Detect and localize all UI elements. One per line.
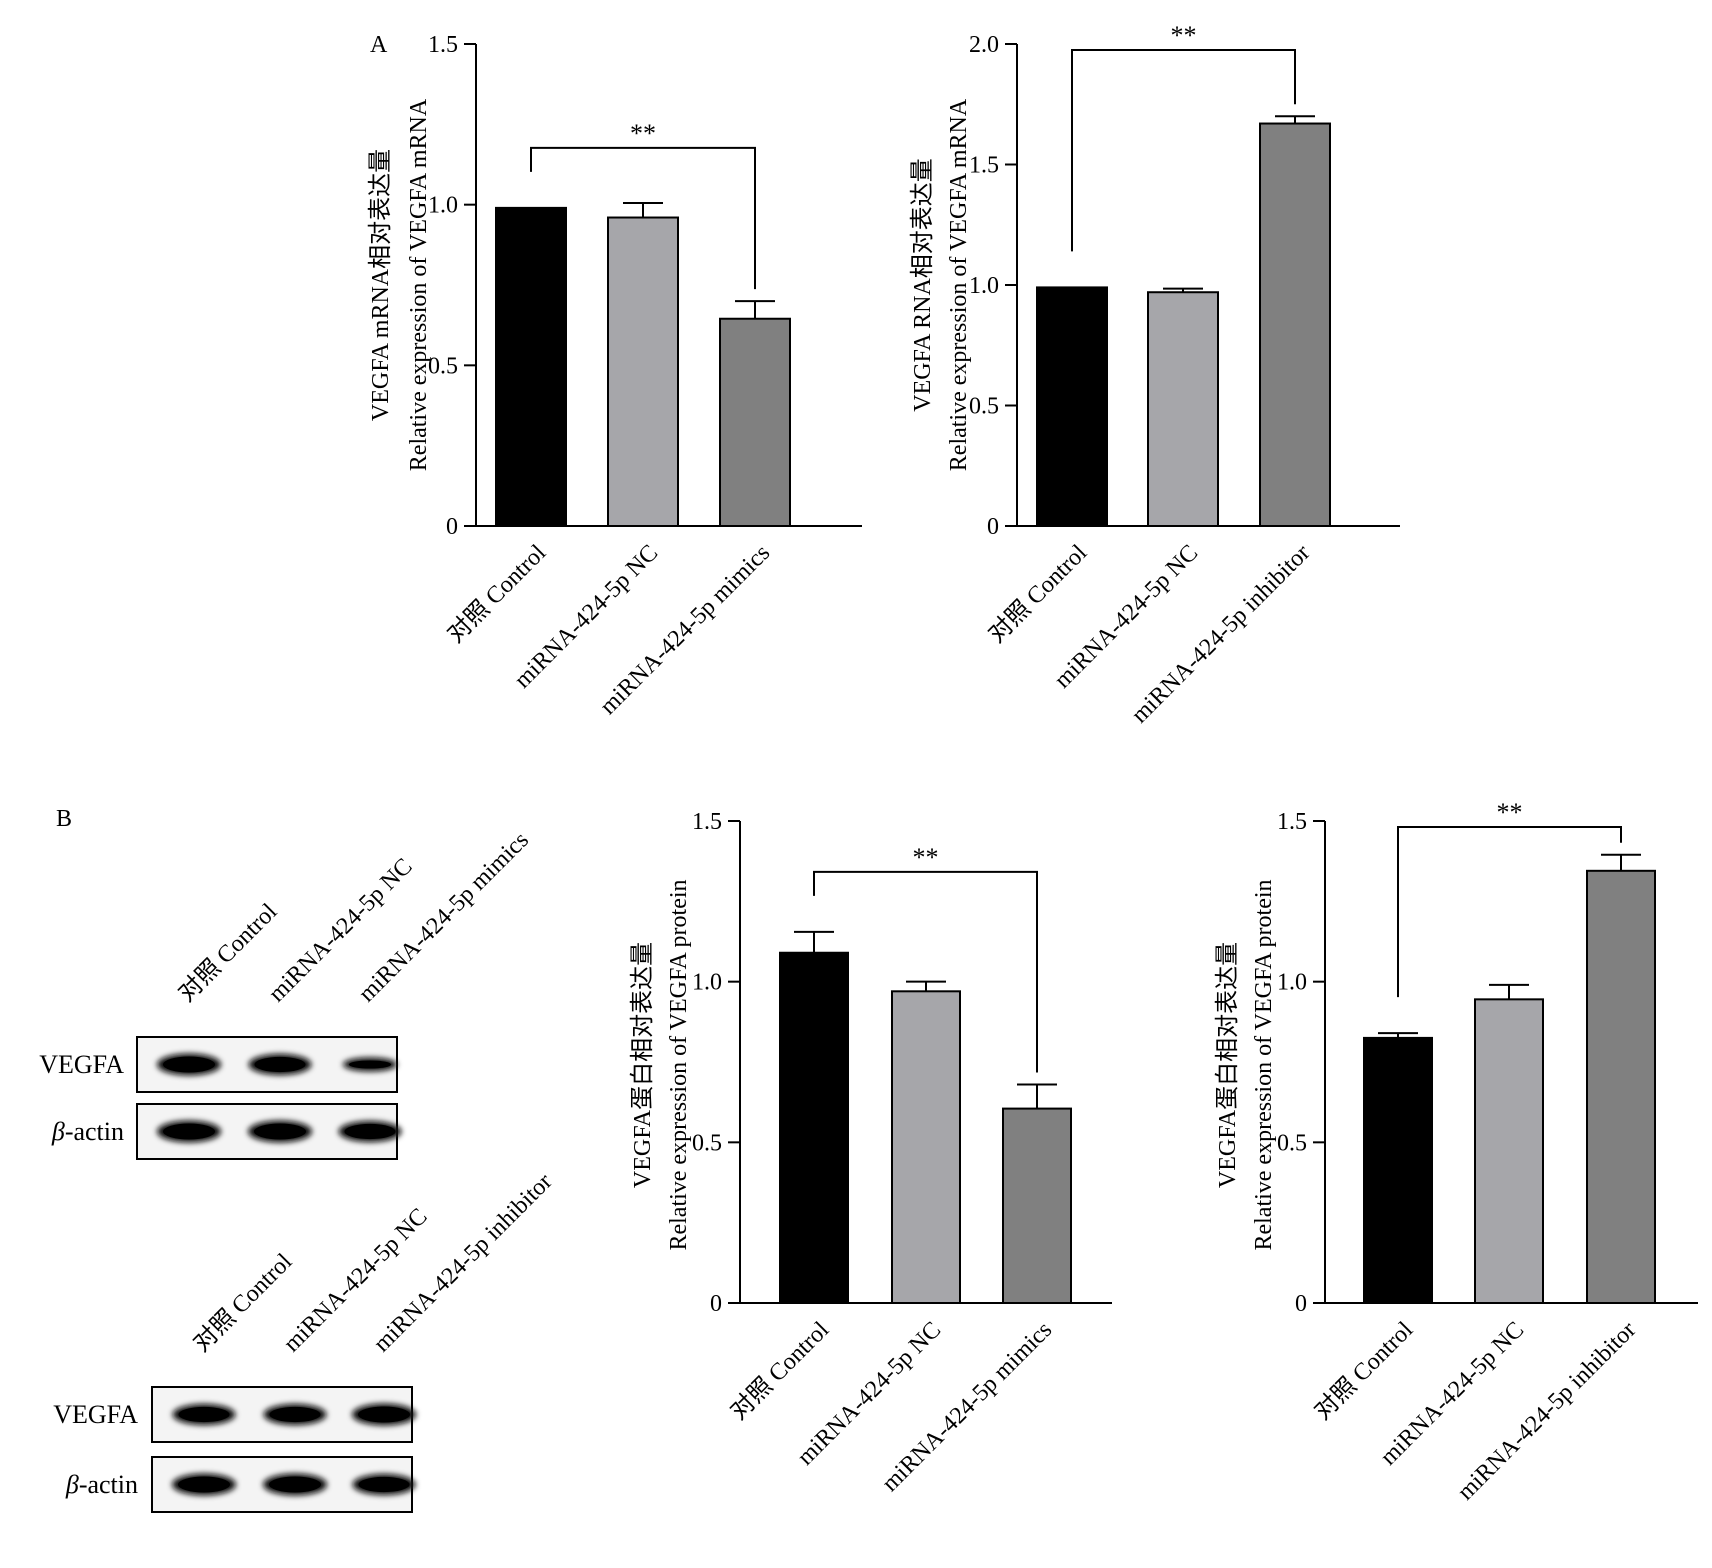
blot-lane-label: miRNA-424-5p inhibitor [369, 1169, 558, 1358]
panel-label-b: B [56, 806, 72, 832]
significance-label: ** [630, 119, 656, 148]
blot-band-core [358, 1476, 410, 1493]
y-tick-label: 0.5 [692, 1130, 722, 1156]
blot-band-core [344, 1123, 396, 1140]
blot-row-label-italic: β [65, 1470, 79, 1499]
significance-bracket [1397, 826, 1622, 998]
blot-row-label: VEGFA [53, 1400, 138, 1429]
significance-bracket [530, 146, 756, 290]
blot-row-label: VEGFA [39, 1050, 124, 1079]
y-tick-label: 1.5 [1277, 809, 1307, 835]
blot-band-core [269, 1476, 321, 1493]
bar [1363, 1036, 1433, 1305]
blot-row-label-rest: -actin [65, 1117, 124, 1146]
bar [607, 216, 679, 528]
y-axis-label: Relative expression of VEGFA protein [1251, 879, 1277, 1250]
x-tick-label: 对照 Control [725, 1316, 834, 1425]
blot-lane-label: miRNA-424-5p mimics [354, 827, 534, 1007]
bar [495, 206, 567, 527]
significance-bracket [813, 870, 1038, 1073]
blot-band-core [163, 1056, 215, 1073]
y-tick-label: 1.5 [428, 32, 458, 58]
y-tick-label: 1.5 [969, 153, 999, 179]
y-tick-label: 0 [710, 1291, 722, 1317]
y-axis-label: Relative expression of VEGFA mRNA [406, 98, 432, 471]
blot-row-label: β-actin [51, 1117, 124, 1146]
y-tick-label: 1.0 [692, 970, 722, 996]
significance-label: ** [1171, 21, 1197, 50]
bar [1259, 122, 1331, 527]
y-axis-label: VEGFA RNA相对表达量 [909, 158, 936, 412]
blot-band-core [254, 1123, 306, 1140]
bar [719, 317, 791, 527]
blot-row-label-rest: -actin [79, 1470, 138, 1499]
y-tick-label: 0.5 [1277, 1130, 1307, 1156]
y-tick-label: 0.5 [428, 353, 458, 379]
blot-band-core [178, 1406, 230, 1423]
blot-row-label-italic: β [51, 1117, 65, 1146]
bar [1586, 869, 1656, 1304]
y-tick-label: 0 [987, 514, 999, 540]
y-tick-label: 2.0 [969, 32, 999, 58]
y-tick-label: 0 [446, 514, 458, 540]
y-axis-label: Relative expression of VEGFA mRNA [946, 98, 972, 471]
significance-label: ** [1497, 798, 1523, 827]
y-tick-label: 1.0 [428, 193, 458, 219]
y-tick-label: 0 [1295, 1291, 1307, 1317]
y-axis-label: Relative expression of VEGFA protein [666, 879, 692, 1250]
blot-band-core [358, 1406, 410, 1423]
blot-band-core [254, 1056, 306, 1073]
y-axis-label: VEGFA蛋白相对表达量 [1214, 942, 1241, 1188]
blot-band-core [178, 1476, 230, 1493]
bar [1474, 998, 1544, 1305]
y-tick-label: 1.0 [1277, 970, 1307, 996]
blot-row-label: β-actin [65, 1470, 138, 1499]
x-tick-label: 对照 Control [1309, 1316, 1418, 1425]
y-tick-label: 1.0 [969, 273, 999, 299]
y-axis-label: VEGFA蛋白相对表达量 [629, 942, 656, 1188]
bar [1036, 286, 1108, 527]
x-tick-label: miRNA-424-5p inhibitor [1453, 1317, 1642, 1506]
bar [779, 951, 849, 1304]
significance-bracket [1071, 49, 1296, 252]
bar [891, 990, 961, 1304]
bar [1002, 1107, 1072, 1305]
blot-band-core [163, 1123, 215, 1140]
blot-band-core [269, 1406, 321, 1423]
y-axis-label: VEGFA mRNA相对表达量 [367, 149, 394, 421]
blot-band-core [348, 1060, 392, 1069]
significance-label: ** [913, 843, 939, 872]
x-tick-label: miRNA-424-5p inhibitor [1127, 540, 1316, 729]
x-tick-label: 对照 Control [442, 539, 551, 648]
x-tick-label: 对照 Control [983, 539, 1092, 648]
panel-label-a: A [370, 32, 388, 58]
y-tick-label: 1.5 [692, 809, 722, 835]
y-tick-label: 0.5 [969, 394, 999, 420]
bar [1147, 291, 1219, 528]
